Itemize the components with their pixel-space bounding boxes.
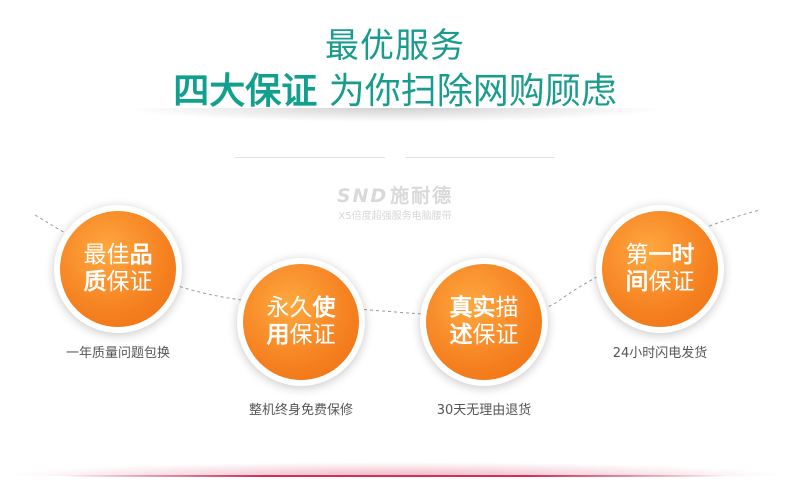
- guarantee-circle-description: 真实描 述保证: [420, 258, 548, 386]
- headline-rest: 为你扫除网购顾虑: [317, 71, 617, 112]
- title-shadow: [120, 108, 670, 122]
- guarantee-caption-warranty: 整机终身免费保修: [248, 403, 353, 418]
- guarantee-circle-shipping: 第一时 间保证: [596, 205, 724, 333]
- guarantee-line1: 第一时: [625, 242, 695, 268]
- guarantee-line1: 最佳品: [83, 242, 153, 268]
- guarantee-line2: 述保证: [449, 322, 519, 348]
- bottom-glow: [0, 462, 790, 476]
- brand-subtitle: X5倍度超强服务电脑腰带: [338, 211, 452, 222]
- guarantee-circle-warranty: 永久使 用保证: [237, 258, 365, 386]
- guarantee-circle-fill: 永久使 用保证: [243, 264, 359, 380]
- guarantee-caption-quality: 一年质量问题包换: [65, 346, 170, 361]
- headline-strong: 四大保证: [173, 71, 318, 112]
- bottom-divider: [60, 475, 730, 477]
- guarantee-circle-fill: 真实描 述保证: [426, 264, 542, 380]
- guarantee-line2: 用保证: [266, 322, 336, 348]
- guarantee-line2: 间保证: [625, 269, 695, 295]
- guarantee-caption-description: 30天无理由退货: [436, 403, 532, 418]
- guarantee-line2: 质保证: [83, 269, 153, 295]
- brand-cn: 施耐德: [390, 185, 454, 207]
- guarantee-caption-shipping: 24小时闪电发货: [612, 346, 708, 361]
- guarantee-circle-fill: 最佳品 质保证: [60, 211, 176, 327]
- divider-left: [235, 157, 385, 158]
- headline-main: 最优服务: [325, 26, 465, 66]
- brand-logo-text: SND: [336, 185, 389, 207]
- guarantee-line1: 真实描: [449, 295, 519, 321]
- guarantee-line1: 永久使: [266, 295, 336, 321]
- divider-right: [405, 157, 555, 158]
- guarantee-circle-quality: 最佳品 质保证: [54, 205, 182, 333]
- guarantee-circle-fill: 第一时 间保证: [602, 211, 718, 327]
- headline-sub: 四大保证 为你扫除网购顾虑: [0, 62, 790, 114]
